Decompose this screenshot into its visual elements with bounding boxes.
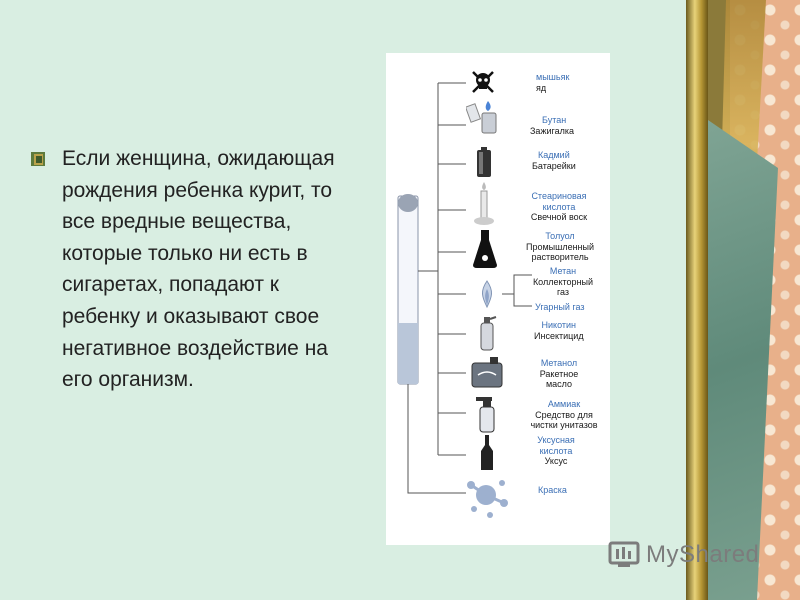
watermark: MyShared	[606, 537, 759, 573]
bullet-icon	[31, 152, 45, 166]
decorative-side-band	[686, 0, 800, 600]
label-carbon-monoxide: Угарный газ	[535, 302, 585, 312]
diagram-lines	[397, 82, 532, 494]
bottle-icon	[481, 435, 493, 470]
gas-flame-icon	[482, 280, 492, 309]
spray-bottle-icon	[476, 397, 495, 433]
spray-can-icon	[480, 316, 497, 351]
battery-icon	[477, 147, 491, 177]
solvent-flask-icon	[473, 230, 497, 268]
myshared-logo-icon	[608, 541, 640, 567]
candle-icon	[474, 182, 494, 225]
canister-icon	[471, 357, 503, 388]
watermark-text: MyShared	[646, 541, 760, 568]
skull-icon	[472, 71, 494, 93]
slide-body-text: Если женщина, ожидающая рождения ребенка…	[62, 147, 335, 392]
gold-stripe	[686, 0, 708, 600]
label-paint: Краска	[538, 485, 567, 495]
paint-splash-icon	[467, 480, 508, 518]
lighter-icon	[466, 101, 497, 134]
